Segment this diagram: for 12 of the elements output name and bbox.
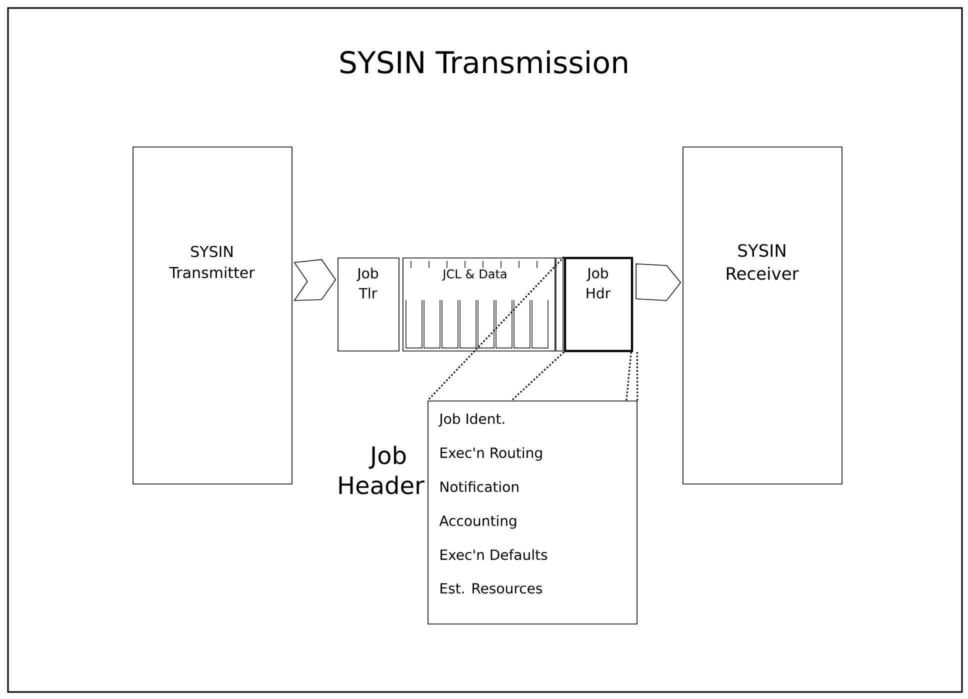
detail-box: Job Ident. Exec'n Routing Notification Accounting Exec'n Defaults Est. Resources [428, 400, 638, 624]
record-box: Job Hdr [564, 256, 634, 352]
side-heading: Job Header [339, 446, 424, 494]
chevron-arrow [294, 259, 336, 301]
record-stack: JCL & Data [402, 258, 564, 352]
record-box: Job Tlr [338, 258, 400, 352]
leader-line [626, 352, 632, 401]
receiver-box: SYSIN Receiver [682, 146, 842, 484]
leader-line [510, 352, 564, 402]
transmitter-box: SYSIN Transmitter [132, 146, 292, 484]
leader-line [636, 352, 638, 401]
title: SYSIN Transmission [340, 50, 628, 74]
